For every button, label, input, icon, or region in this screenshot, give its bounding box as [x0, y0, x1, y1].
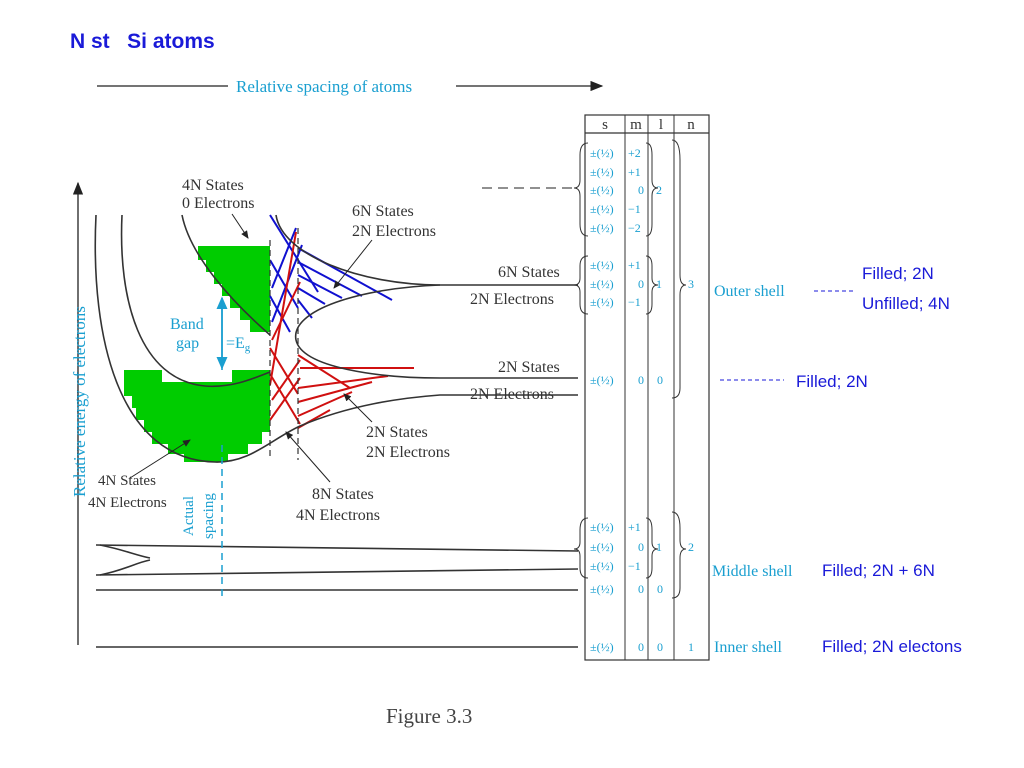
shell-outer: Outer shell — [714, 283, 785, 300]
label-bottom-states: 8N States — [312, 486, 374, 503]
figure-caption: Figure 3.3 — [386, 704, 473, 728]
label-right-lower-electrons: 2N Electrons — [470, 386, 554, 403]
slide-title: N st Si atoms — [70, 30, 215, 53]
inner-s-n: 1 — [688, 640, 694, 654]
quantum-number-table: s m l n ±(½) ±(½) ±(½) ±(½) ±(½) +2 +1 0… — [573, 114, 710, 661]
outer-p-s-0: ±(½) — [590, 258, 614, 272]
outer-p-l: 1 — [656, 277, 662, 291]
outer-s-m: 0 — [638, 373, 644, 387]
outer-p-m-2: −1 — [628, 295, 641, 309]
label-left-states: 4N States — [98, 473, 156, 489]
note-outer-s: Filled; 2N — [796, 372, 868, 391]
middle-s-s: ±(½) — [590, 582, 614, 596]
note-inner: Filled; 2N electons — [822, 637, 962, 656]
band-gap-symbol: =Eg — [226, 335, 251, 354]
table-header-s: s — [602, 117, 608, 133]
table-header-m: m — [630, 117, 642, 133]
inner-s-s: ±(½) — [590, 640, 614, 654]
outer-d-s-4: ±(½) — [590, 221, 614, 235]
energy-axis: Relative energy of electrons — [70, 181, 89, 645]
outer-p-s-1: ±(½) — [590, 277, 614, 291]
outer-d-m-2: 0 — [638, 183, 644, 197]
note-middle: Filled; 2N + 6N — [822, 561, 935, 580]
label-bottom-electrons: 4N Electrons — [296, 507, 380, 524]
upper-band-fill — [198, 246, 270, 332]
energy-axis-label: Relative energy of electrons — [70, 306, 89, 497]
lower-band-fill — [124, 370, 270, 462]
table-braces — [573, 139, 687, 599]
label-right-upper-states: 6N States — [498, 264, 560, 281]
middle-p-m-1: 0 — [638, 540, 644, 554]
middle-s-m: 0 — [638, 582, 644, 596]
outer-d-m-1: +1 — [628, 165, 641, 179]
label-right-upper-electrons: 2N Electrons — [470, 291, 554, 308]
band-gap-label-2: gap — [176, 335, 199, 352]
label-left-electrons: 4N Electrons — [88, 495, 167, 511]
outer-d-m-0: +2 — [628, 146, 641, 160]
outer-d-m-4: −2 — [628, 221, 641, 235]
note-outer-2: Unfilled; 4N — [862, 294, 950, 313]
middle-s-l: 0 — [657, 582, 663, 596]
table-header-n: n — [687, 117, 695, 133]
lower-band-hatching — [269, 231, 414, 429]
table-header-l: l — [659, 117, 663, 133]
middle-p-l: 1 — [656, 540, 662, 554]
label-upper-electrons: 2N Electrons — [352, 223, 436, 240]
band-gap-label-1: Band — [170, 316, 204, 333]
label-mid-states: 2N States — [366, 424, 428, 441]
outer-d-l: 2 — [656, 183, 662, 197]
inner-s-l: 0 — [657, 640, 663, 654]
outer-p-m-0: +1 — [628, 258, 641, 272]
outer-d-s-3: ±(½) — [590, 202, 614, 216]
label-top-states: 4N States — [182, 177, 244, 194]
inner-s-m: 0 — [638, 640, 644, 654]
band-curves — [94, 214, 579, 648]
spacing-axis-label: Relative spacing of atoms — [236, 77, 412, 96]
outer-n: 3 — [688, 277, 694, 291]
label-top-electrons: 0 Electrons — [182, 195, 254, 212]
middle-p-m-0: +1 — [628, 520, 641, 534]
shell-middle: Middle shell — [712, 563, 793, 580]
outer-p-s-2: ±(½) — [590, 295, 614, 309]
shell-inner: Inner shell — [714, 639, 783, 656]
outer-d-s-0: ±(½) — [590, 146, 614, 160]
actual-spacing-label-2: spacing — [201, 493, 217, 539]
middle-p-m-2: −1 — [628, 559, 641, 573]
actual-spacing-label-1: Actual — [181, 496, 197, 536]
outer-d-m-3: −1 — [628, 202, 641, 216]
label-right-lower-states: 2N States — [498, 359, 560, 376]
outer-d-s-2: ±(½) — [590, 183, 614, 197]
outer-s-s: ±(½) — [590, 373, 614, 387]
middle-p-s-0: ±(½) — [590, 520, 614, 534]
label-mid-electrons: 2N Electrons — [366, 444, 450, 461]
middle-p-s-2: ±(½) — [590, 559, 614, 573]
label-upper-states: 6N States — [352, 203, 414, 220]
note-outer-1: Filled; 2N — [862, 264, 934, 283]
outer-s-l: 0 — [657, 373, 663, 387]
middle-n: 2 — [688, 540, 694, 554]
annotation-arrows — [129, 187, 572, 483]
dashed-references — [269, 228, 299, 460]
spacing-axis: Relative spacing of atoms — [97, 77, 604, 96]
outer-d-s-1: ±(½) — [590, 165, 614, 179]
outer-p-m-1: 0 — [638, 277, 644, 291]
middle-p-s-1: ±(½) — [590, 540, 614, 554]
